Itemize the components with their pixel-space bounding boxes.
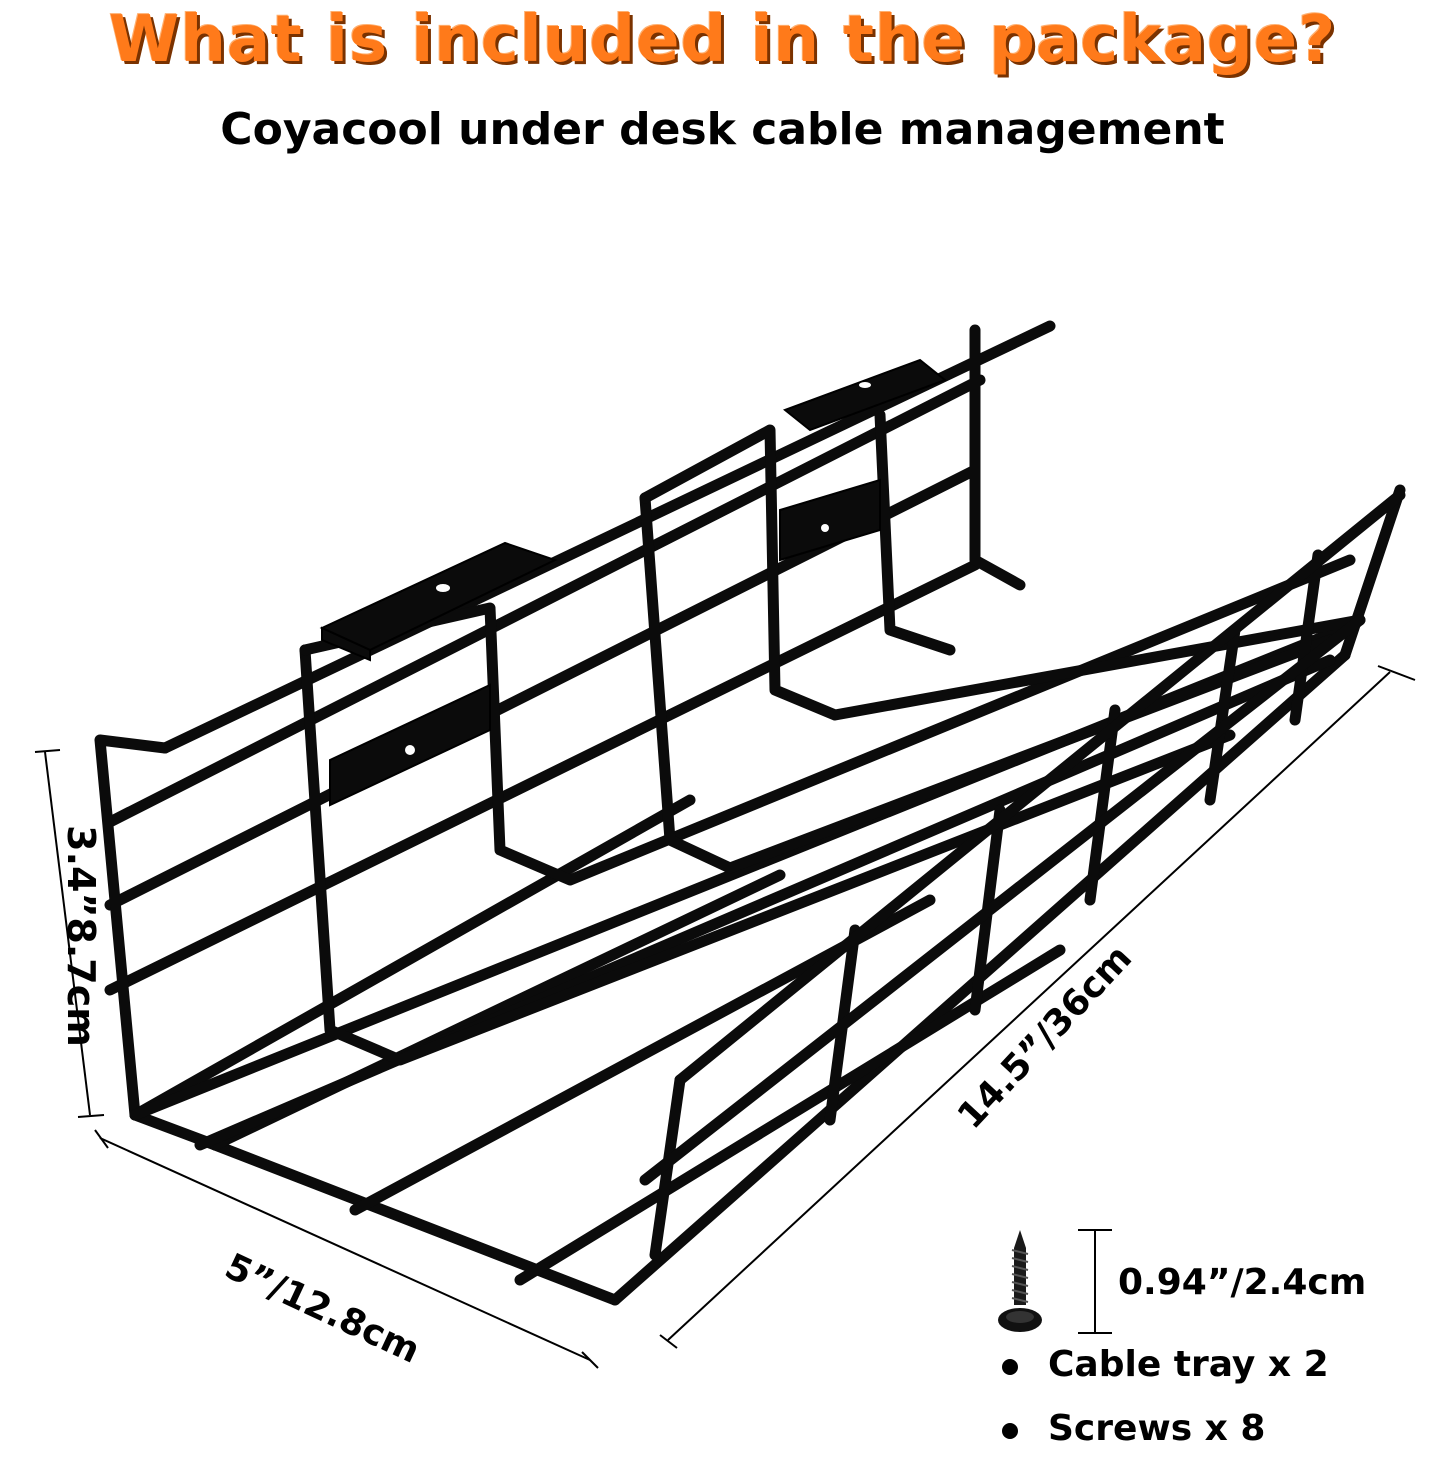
headline-title: What is included in the package?: [108, 3, 1337, 77]
bullet-icon: [1002, 1359, 1018, 1375]
height-dimension-line: [34, 749, 105, 1118]
screw-dimension-line: [1078, 1229, 1112, 1334]
length-dimension-line: [659, 665, 1416, 1349]
wire-tray-icon: [94, 320, 1406, 1306]
package-contents-list: Cable tray x 2 Screws x 8: [996, 1345, 1329, 1473]
bullet-icon: [1002, 1423, 1018, 1439]
width-dimension-line: [94, 1129, 599, 1369]
screw-icon: [998, 1230, 1042, 1332]
list-item: Cable tray x 2: [996, 1345, 1329, 1409]
list-item: Screws x 8: [996, 1409, 1329, 1473]
height-dimension-label: 3.4”8.7cm: [58, 825, 103, 1047]
content-item-label: Screws x 8: [1048, 1408, 1266, 1449]
content-item-label: Cable tray x 2: [1048, 1344, 1329, 1385]
screw-dimension-label: 0.94”/2.4cm: [1118, 1262, 1367, 1303]
product-subtitle: Coyacool under desk cable management: [220, 104, 1225, 155]
